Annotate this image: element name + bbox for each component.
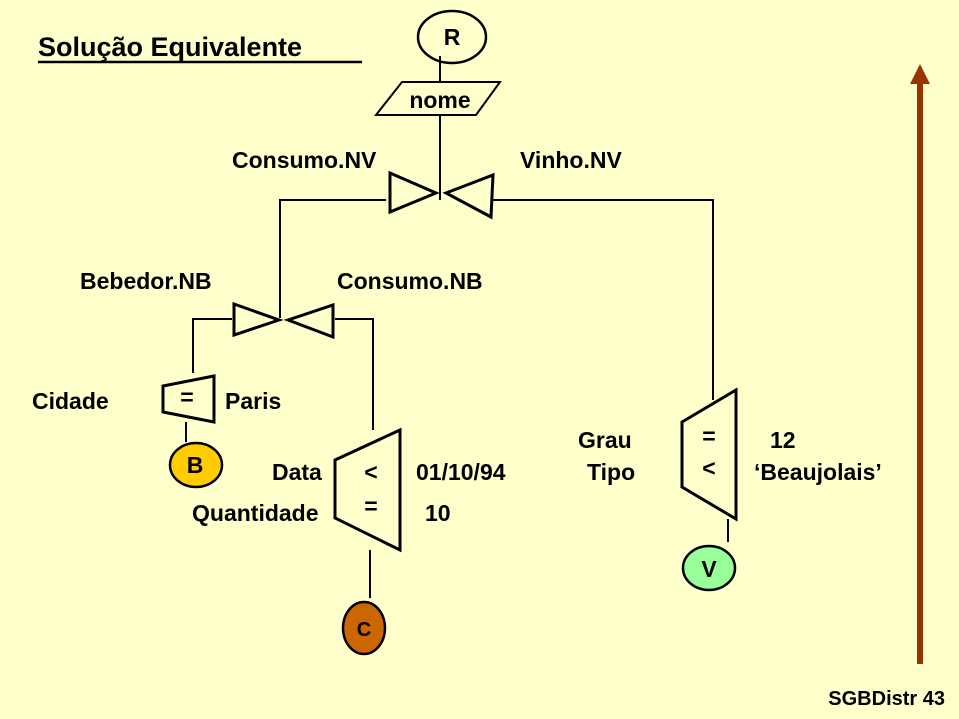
result-label: R [444, 24, 461, 50]
relation-b [168, 441, 224, 489]
select-c-operator-2: = [364, 493, 377, 519]
slide-footer: SGBDistr 43 [828, 688, 945, 710]
select-b-node [161, 374, 216, 424]
join-top-left-triangle [388, 170, 440, 215]
projection-label: nome [409, 87, 470, 113]
join-bottom-right-attr: Consumo.NB [337, 268, 483, 294]
select-v-operator-2: < [702, 455, 715, 481]
select-c-attribute-1: Data [272, 459, 322, 485]
edge-join-bottom-to-select-c [335, 318, 374, 430]
relation-v-label: V [701, 556, 717, 582]
select-c-attribute-2: Quantidade [192, 500, 319, 526]
select-v-node [680, 387, 738, 522]
select-b-operator: = [180, 384, 193, 410]
join-bottom-left-triangle [232, 301, 284, 338]
edge-join-top-to-join-bottom [279, 199, 386, 318]
slide-title: Solução Equivalente [38, 32, 302, 62]
join-bottom-symbol [232, 301, 335, 340]
select-v-operator-1: = [702, 423, 715, 449]
relation-v [681, 544, 737, 592]
join-top-right-attr: Vinho.NV [520, 147, 622, 173]
join-top-left-attr: Consumo.NV [232, 147, 377, 173]
select-v-attribute-1: Grau [578, 427, 632, 453]
select-b-attribute: Cidade [32, 388, 109, 414]
relation-c-label: C [357, 619, 371, 641]
up-arrow-head [910, 64, 930, 84]
join-bottom-right-triangle [283, 302, 335, 340]
join-top-right-triangle [442, 172, 495, 220]
select-c-value-2: 10 [425, 500, 451, 526]
select-c-value-1: 01/10/94 [416, 459, 506, 485]
select-c-operator-1: < [364, 459, 377, 485]
select-v-attribute-2: Tipo [587, 459, 635, 485]
edge-join-bottom-to-select-b [192, 318, 232, 373]
relation-b-label: B [187, 452, 204, 478]
edge-join-top-to-select-v [491, 199, 714, 400]
select-c-node [333, 427, 402, 553]
select-v-value-1: 12 [770, 427, 796, 453]
relation-c [341, 600, 387, 656]
result-node [416, 9, 488, 65]
select-v-value-2: ‘Beaujolais’ [754, 459, 882, 485]
projection-node [373, 81, 502, 116]
up-arrow-icon [910, 64, 930, 664]
select-b-value: Paris [225, 388, 281, 414]
join-bottom-left-attr: Bebedor.NB [80, 268, 212, 294]
join-top-symbol [388, 170, 495, 220]
